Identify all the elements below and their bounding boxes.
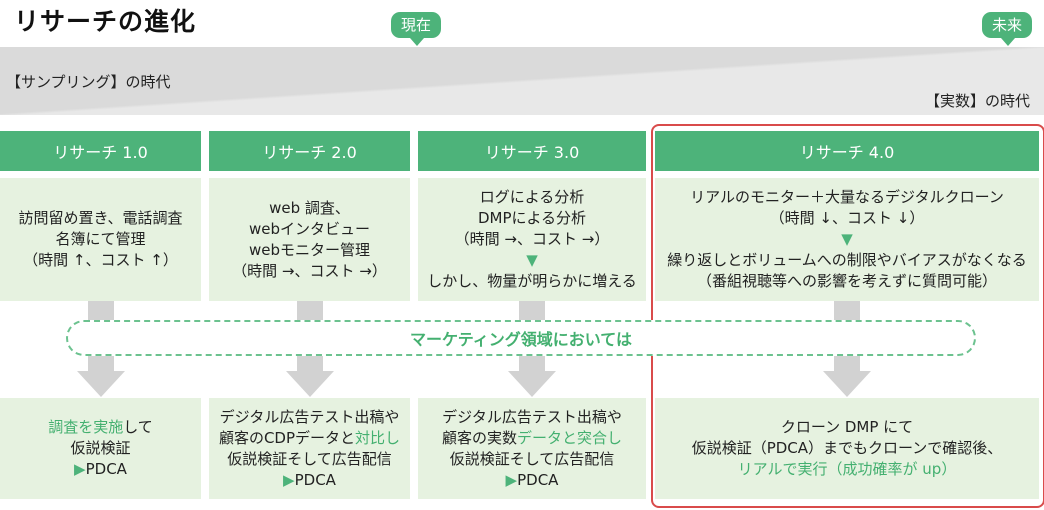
- result-line: 仮説検証（PDCA）までもクローンで確認後、: [691, 439, 1003, 457]
- result-highlight: 調査を実施: [48, 418, 124, 436]
- play-icon: ▶: [283, 470, 295, 489]
- result-box-1: 調査を実施して 仮説検証 ▶PDCA: [0, 398, 201, 499]
- result-box-3: デジタル広告テスト出稿や 顧客の実数データと突合し 仮説検証そして広告配信 ▶P…: [418, 398, 646, 499]
- pdca-label: ▶PDCA: [505, 470, 559, 489]
- down-triangle-icon: ▼: [526, 251, 538, 269]
- desc-box-1: 訪問留め置き、電話調査 名簿にて管理 （時間 ↑、コスト ↑）: [0, 178, 201, 301]
- desc-box-3: ログによる分析 DMPによる分析 （時間 →、コスト →） ▼ しかし、物量が明…: [418, 178, 646, 301]
- down-triangle-icon: ▼: [841, 230, 853, 248]
- header-research-3: リサーチ 3.0: [418, 131, 646, 171]
- result-highlight: 対比し: [355, 428, 401, 447]
- result-text: して: [123, 418, 153, 436]
- actual-era-label: 【実数】の時代: [924, 92, 1030, 110]
- timeline-gradient: [0, 47, 1044, 115]
- now-marker: 現在: [391, 12, 442, 38]
- flow-arrow-1-head: [77, 371, 125, 397]
- desc-line: （番組視聴等への影響を考えずに質問可能）: [696, 272, 997, 290]
- result-line: デジタル広告テスト出稿や: [442, 407, 622, 426]
- now-marker-tail: [410, 38, 424, 46]
- result-highlight: データと突合し: [517, 428, 623, 447]
- result-line: デジタル広告テスト出稿や: [219, 407, 400, 426]
- result-text: 顧客の実数: [441, 428, 517, 447]
- header-research-1: リサーチ 1.0: [0, 131, 201, 171]
- desc-box-2: web 調査、 webインタビュー webモニター管理 （時間 →、コスト →）: [209, 178, 410, 301]
- result-text: 顧客のCDPデータと: [218, 428, 356, 447]
- result-line: 仮説検証: [70, 439, 131, 457]
- desc-line: しかし、物量が明らかに増える: [427, 272, 637, 290]
- result-line: クローン DMP にて: [780, 418, 914, 436]
- diagram-title: リサーチの進化: [14, 7, 197, 36]
- play-icon: ▶: [505, 470, 518, 489]
- flow-arrow-3-head: [508, 371, 556, 397]
- desc-box-4: リアルのモニター＋大量なるデジタルクローン （時間 ↓、コスト ↓） ▼ 繰り返…: [655, 178, 1039, 301]
- marketing-banner: マーケティング領域においては: [66, 320, 976, 356]
- result-box-2: デジタル広告テスト出稿や 顧客のCDPデータと対比し 仮説検証そして広告配信 ▶…: [209, 398, 410, 499]
- desc-line: webインタビュー: [248, 219, 371, 238]
- result-line: 調査を実施して: [48, 417, 153, 438]
- desc-line: （時間 ↑、コスト ↑）: [23, 251, 178, 269]
- desc-line: 名簿にて管理: [55, 230, 146, 248]
- result-line: 仮説検証そして広告配信: [227, 449, 392, 468]
- future-marker-tail: [1001, 38, 1015, 46]
- sampling-era-label: 【サンプリング】の時代: [6, 73, 171, 91]
- desc-line: （時間 →、コスト →）: [232, 261, 387, 280]
- result-line: 顧客の実数データと突合し: [442, 428, 622, 449]
- result-box-4: クローン DMP にて 仮説検証（PDCA）までもクローンで確認後、 リアルで実…: [655, 398, 1039, 499]
- header-research-4: リサーチ 4.0: [655, 131, 1039, 171]
- pdca-label: ▶PDCA: [283, 470, 336, 489]
- desc-line: （時間 →、コスト →）: [454, 230, 610, 248]
- result-highlight: リアルで実行（成功確率が up）: [737, 460, 957, 478]
- result-line: 顧客のCDPデータと対比し: [219, 428, 400, 449]
- flow-arrow-2-head: [286, 371, 334, 397]
- desc-line: ログによる分析: [479, 188, 585, 206]
- play-icon: ▶: [74, 460, 86, 478]
- desc-line: webモニター管理: [248, 240, 371, 259]
- desc-line: DMPによる分析: [477, 209, 587, 227]
- future-marker: 未来: [982, 12, 1033, 38]
- pdca-label: ▶PDCA: [74, 460, 127, 478]
- flow-arrow-4-head: [823, 371, 871, 397]
- desc-line: （時間 ↓、コスト ↓）: [769, 209, 925, 227]
- desc-line: 訪問留め置き、電話調査: [18, 209, 183, 227]
- header-research-2: リサーチ 2.0: [209, 131, 410, 171]
- desc-line: web 調査、: [269, 198, 350, 217]
- desc-line: リアルのモニター＋大量なるデジタルクローン: [690, 188, 1004, 206]
- desc-line: 繰り返しとボリュームへの制限やバイアスがなくなる: [667, 251, 1027, 269]
- result-line: 仮説検証そして広告配信: [449, 449, 615, 468]
